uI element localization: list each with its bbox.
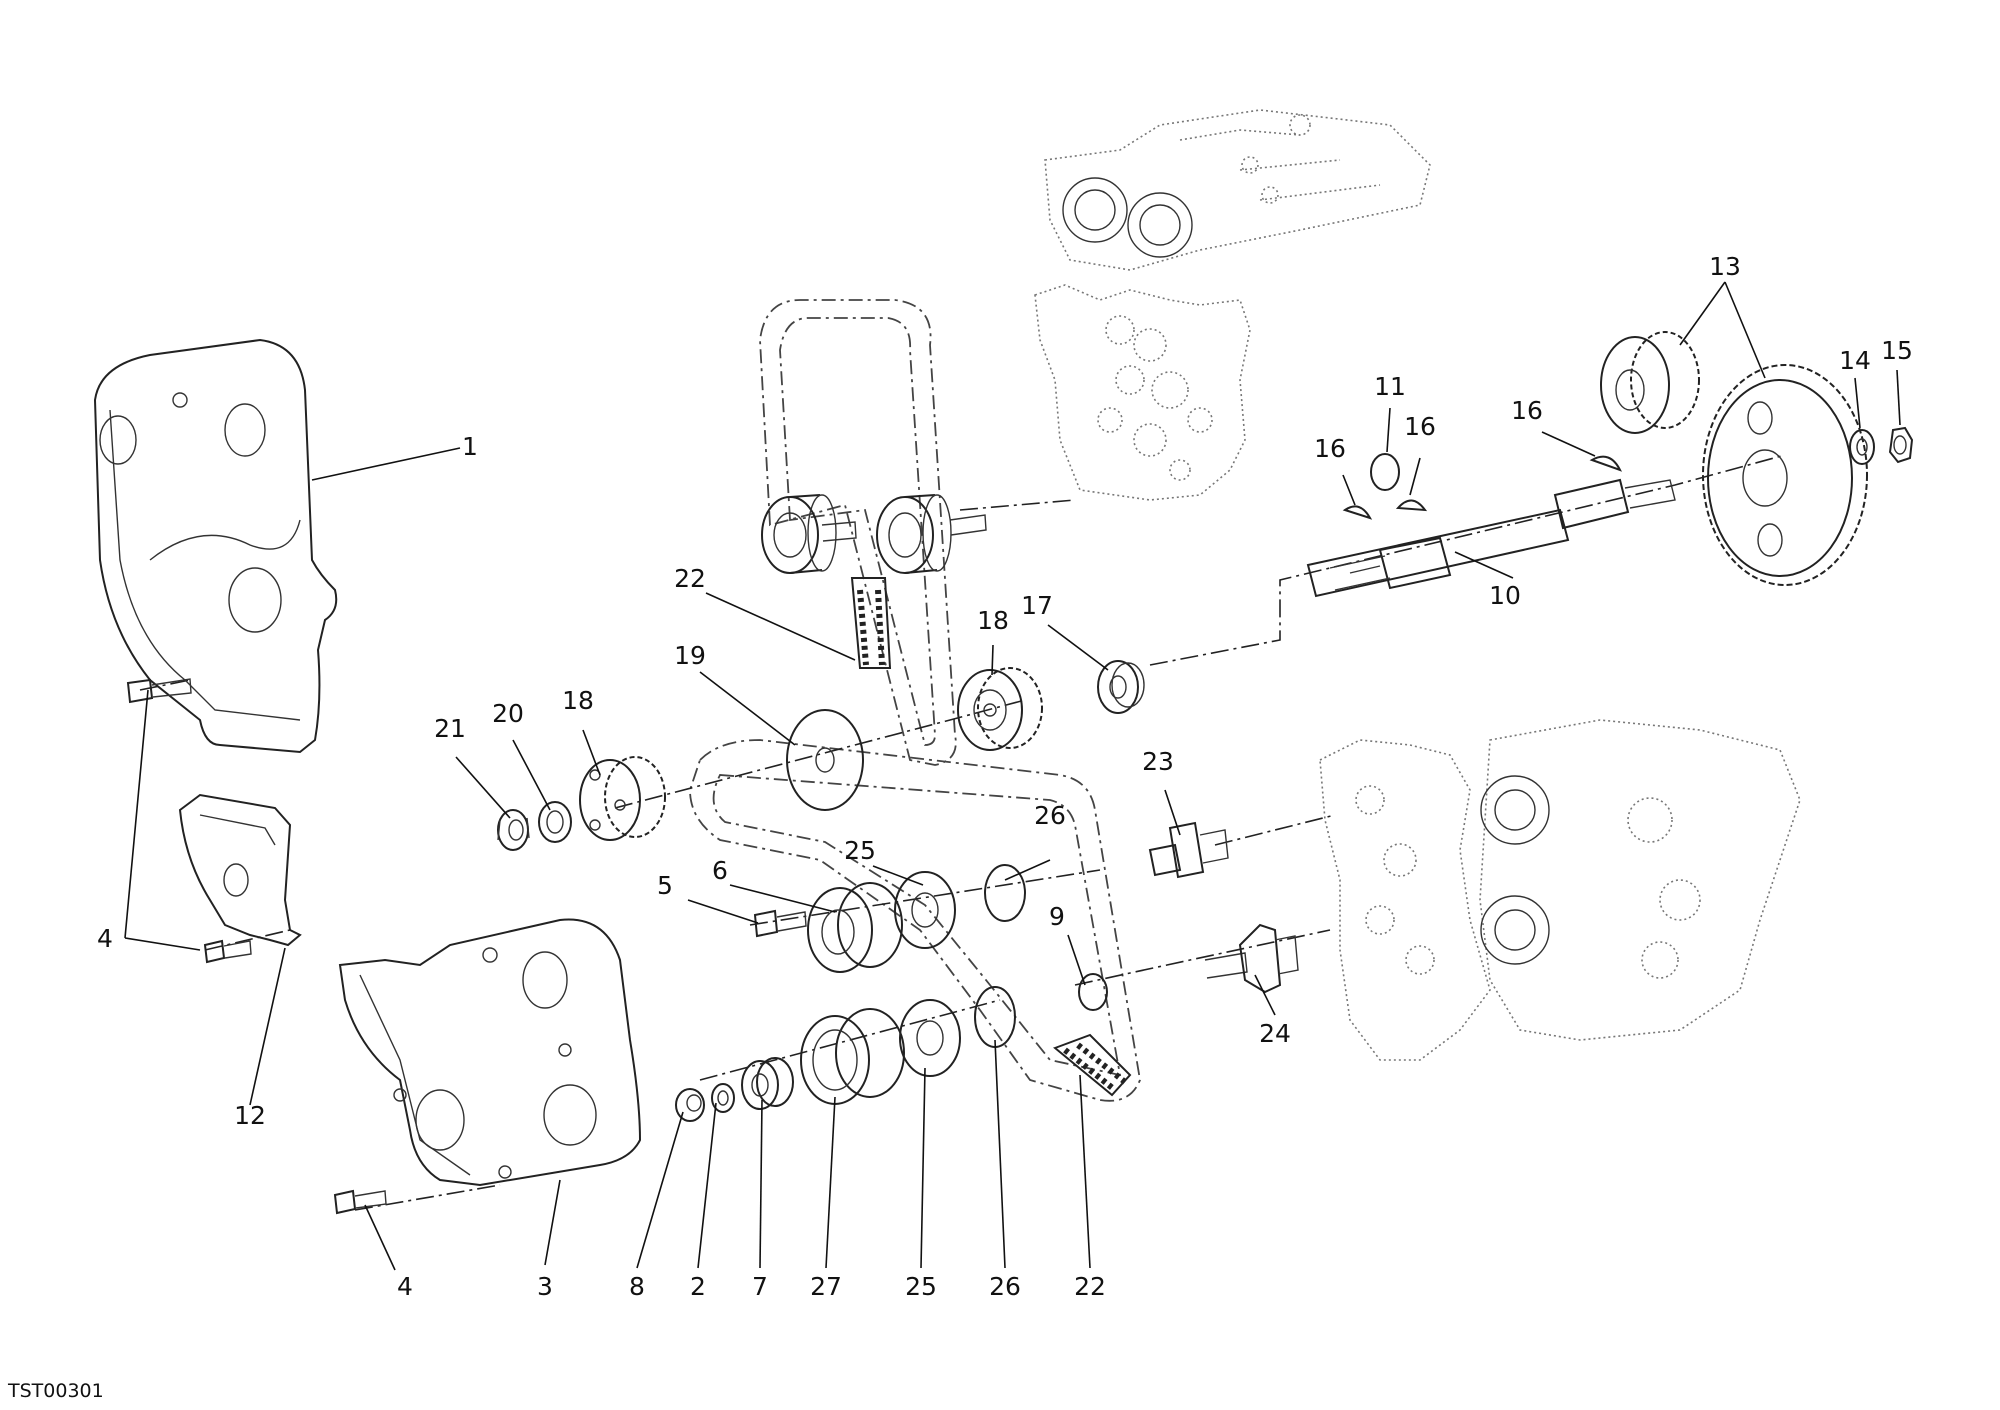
callout-16-middle: 16 bbox=[1404, 412, 1436, 441]
cylinder-head-top bbox=[1044, 109, 1431, 271]
roller-6 bbox=[807, 882, 903, 973]
callout-2: 2 bbox=[690, 1272, 706, 1301]
callout-6: 6 bbox=[712, 856, 728, 885]
stud-24 bbox=[1204, 923, 1299, 994]
key-16-left bbox=[1342, 505, 1373, 520]
callout-1: 1 bbox=[462, 432, 478, 461]
callout-27: 27 bbox=[810, 1272, 842, 1301]
toothed-pulley-middle bbox=[957, 667, 1043, 751]
cylinder-head-upper-cover bbox=[1034, 284, 1251, 501]
callout-23: 23 bbox=[1142, 747, 1174, 776]
bearing-25-upper bbox=[894, 871, 956, 949]
key-16-right bbox=[1395, 499, 1428, 512]
key-16-top bbox=[1589, 455, 1623, 472]
callout-16-right: 16 bbox=[1511, 396, 1543, 425]
cylinder-head-lower bbox=[1319, 719, 1801, 1061]
nut-15 bbox=[1888, 426, 1914, 464]
washer-14 bbox=[1849, 429, 1875, 465]
callout-numbers: 1 2 3 4 4 5 6 7 8 9 10 11 12 13 14 15 16… bbox=[97, 252, 1913, 1301]
callout-11: 11 bbox=[1374, 372, 1406, 401]
callout-18-left: 18 bbox=[562, 686, 594, 715]
roller-27 bbox=[800, 1008, 905, 1105]
idler-roller-upper-right bbox=[876, 494, 987, 574]
callout-13: 13 bbox=[1709, 252, 1741, 281]
callout-25-upper: 25 bbox=[844, 836, 876, 865]
timing-belt-lower bbox=[689, 739, 1141, 1102]
stud-23 bbox=[1148, 821, 1229, 879]
callout-20: 20 bbox=[492, 699, 524, 728]
gear-13-large bbox=[1702, 364, 1868, 586]
timing-belt-upper bbox=[759, 299, 957, 766]
screw-lower-cover bbox=[333, 1189, 387, 1215]
callout-21: 21 bbox=[434, 714, 466, 743]
assembly-axes bbox=[139, 454, 1786, 1211]
gear-13-small bbox=[1600, 331, 1700, 434]
bushing-7 bbox=[741, 1057, 794, 1110]
callout-4-upper: 4 bbox=[97, 924, 113, 953]
belt-section-lower bbox=[1053, 1033, 1132, 1097]
circlip-11 bbox=[1370, 453, 1400, 491]
nut-21 bbox=[497, 809, 530, 851]
callout-25-lower: 25 bbox=[905, 1272, 937, 1301]
callout-3: 3 bbox=[537, 1272, 553, 1301]
callout-15: 15 bbox=[1881, 336, 1913, 365]
circlip-26-lower bbox=[974, 986, 1016, 1048]
nut-8 bbox=[675, 1088, 705, 1122]
callout-22-lower: 22 bbox=[1074, 1272, 1106, 1301]
callout-9: 9 bbox=[1049, 902, 1065, 931]
callout-17: 17 bbox=[1021, 591, 1053, 620]
belt-section-upper bbox=[850, 577, 892, 669]
callout-26-upper: 26 bbox=[1034, 801, 1066, 830]
lower-timing-cover bbox=[338, 918, 642, 1187]
callout-5: 5 bbox=[657, 871, 673, 900]
screw-upper-left bbox=[126, 678, 192, 704]
circlip-9 bbox=[1078, 973, 1108, 1011]
leader-lines bbox=[124, 281, 1901, 1271]
callout-19: 19 bbox=[674, 641, 706, 670]
upper-timing-cover bbox=[93, 338, 338, 754]
callout-8: 8 bbox=[629, 1272, 645, 1301]
washer-2 bbox=[711, 1083, 735, 1113]
camshaft-10 bbox=[1306, 478, 1676, 598]
screw-small-cover bbox=[203, 939, 252, 964]
drawing-code: TST00301 bbox=[8, 1380, 104, 1402]
washer-20 bbox=[538, 801, 572, 843]
callout-26-lower: 26 bbox=[989, 1272, 1021, 1301]
callout-22-upper: 22 bbox=[674, 564, 706, 593]
callout-4-lower: 4 bbox=[397, 1272, 413, 1301]
pulley-washer-disc bbox=[786, 709, 864, 811]
callout-16-left: 16 bbox=[1314, 434, 1346, 463]
spacer-17 bbox=[1097, 660, 1145, 714]
callout-7: 7 bbox=[752, 1272, 768, 1301]
idler-roller-upper-left bbox=[761, 494, 857, 574]
circlip-26-upper bbox=[984, 864, 1026, 922]
callout-18-middle: 18 bbox=[977, 606, 1009, 635]
small-cover bbox=[178, 793, 302, 947]
callout-24: 24 bbox=[1259, 1019, 1291, 1048]
callout-10: 10 bbox=[1489, 581, 1521, 610]
callout-12: 12 bbox=[234, 1101, 266, 1130]
toothed-pulley-left bbox=[579, 756, 666, 841]
bearing-25-lower bbox=[899, 999, 961, 1077]
callout-14: 14 bbox=[1839, 346, 1871, 375]
screw-5 bbox=[753, 909, 807, 938]
